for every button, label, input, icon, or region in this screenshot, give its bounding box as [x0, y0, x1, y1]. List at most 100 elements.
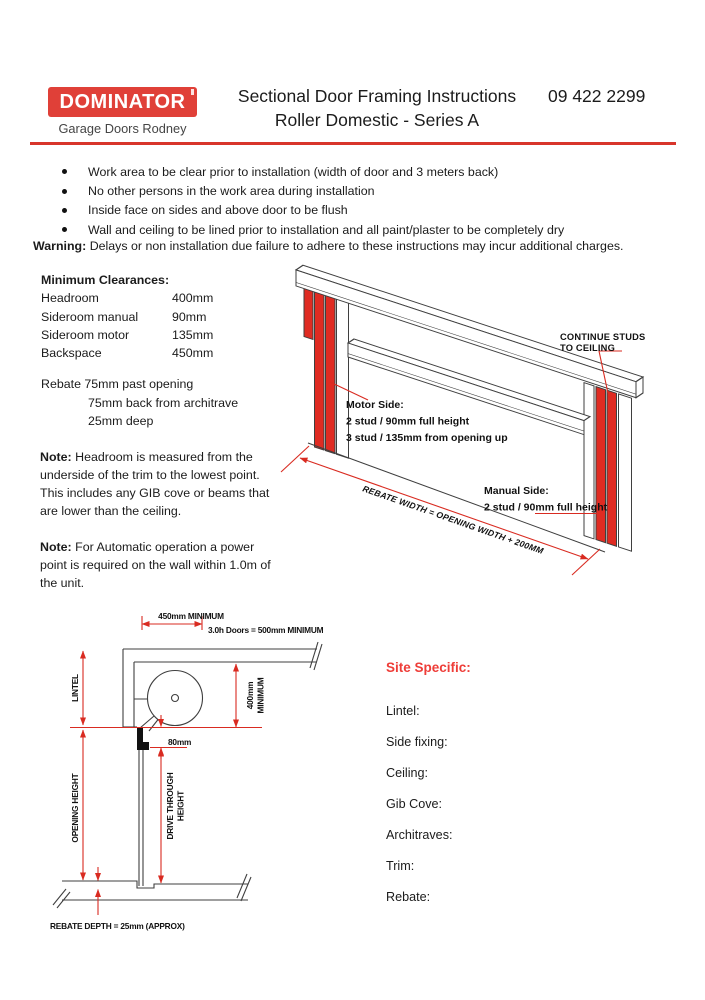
opening-height-label: OPENING HEIGHT: [70, 773, 80, 842]
clearance-label: Sideroom manual: [41, 309, 139, 324]
logo-brand-text: DOMINATOR: [59, 90, 186, 113]
bullet-icon: [62, 227, 67, 233]
dim-450-label: 450mm MINIMUM: [158, 611, 224, 621]
floor-line: [62, 880, 248, 889]
dim-500-label: 3.0h Doors = 500mm MINIMUM: [208, 625, 324, 635]
site-field-ceiling: Ceiling:: [386, 766, 428, 780]
list-item: No other persons in the work area during…: [62, 181, 564, 200]
page-title-line1: Sectional Door Framing Instructions: [237, 86, 517, 106]
site-field-trim: Trim:: [386, 859, 415, 873]
dim-400-label: MINIMUM: [256, 677, 266, 713]
clearance-value: 400mm: [172, 291, 214, 306]
precondition-list: Work area to be clear prior to installat…: [62, 162, 564, 240]
rebate-depth-label: REBATE DEPTH = 25mm (APPROX): [50, 921, 185, 931]
clearance-label: Sideroom motor: [41, 327, 130, 342]
table-row: Backspace 450mm: [41, 344, 213, 362]
warning-text: Delays or non installation due failure t…: [89, 239, 624, 253]
list-item: Wall and ceiling to be lined prior to in…: [62, 220, 564, 239]
continue-studs-leader: [598, 350, 622, 399]
top-plate-end-cap: [635, 375, 644, 399]
break-mark: [313, 643, 323, 671]
red-divider-line: [30, 142, 676, 145]
list-item: Inside face on sides and above door to b…: [62, 201, 564, 220]
site-field-architraves: Architraves:: [386, 828, 453, 842]
rebate-specs: Rebate 75mm past opening 75mm back from …: [41, 375, 238, 431]
clearance-label: Backspace: [41, 346, 102, 361]
motor-stud-short-red: [303, 285, 314, 341]
motor-side-spec: 2 stud / 90mm full height: [346, 416, 470, 428]
logo-trademark-tick: [191, 89, 194, 95]
phone-number: 09 422 2299: [548, 86, 646, 106]
rebate-width-arrow: [299, 457, 589, 560]
motor-stud-red: [325, 292, 336, 455]
bullet-icon: [62, 207, 67, 213]
table-row: Sideroom manual 90mm: [41, 308, 213, 326]
clearances-heading: Minimum Clearances:: [41, 273, 170, 287]
manual-stud-red: [606, 389, 617, 547]
manual-side-spec: 2 stud / 90mm full height: [484, 502, 608, 514]
red-annotations: [280, 350, 622, 576]
site-specific-section: Site Specific: Lintel: Side fixing: Ceil…: [386, 660, 471, 921]
rebate-line: 75mm back from architrave: [88, 395, 239, 410]
note-text: For Automatic operation a power point is…: [40, 540, 271, 590]
guide-bracket: [137, 728, 149, 750]
break-mark: [56, 891, 71, 909]
clearance-label: Headroom: [41, 291, 99, 306]
site-field-lintel: Lintel:: [386, 704, 420, 718]
frame-geometry: [294, 264, 645, 552]
extension-tick: [571, 548, 601, 576]
note-label: Note:: [40, 450, 72, 464]
roller-axle: [170, 693, 180, 703]
clearance-value: 135mm: [172, 327, 214, 342]
extension-tick: [280, 445, 310, 473]
warning-note: Warning: Delays or non installation due …: [33, 239, 693, 253]
bullet-icon: [62, 188, 67, 194]
warning-label: Warning:: [33, 239, 87, 253]
bullet-icon: [62, 169, 67, 175]
motor-side-spec: 3 stud / 135mm from opening up: [346, 432, 508, 444]
list-item-text: Wall and ceiling to be lined prior to in…: [88, 222, 565, 237]
motor-stud-red: [314, 289, 325, 451]
section-diagram: 450mm MINIMUM 3.0h Doors = 500mm MINIMUM…: [50, 611, 324, 931]
table-row: Headroom 400mm: [41, 289, 213, 307]
logo-tagline: Garage Doors Rodney: [58, 121, 187, 136]
continue-studs-label: CONTINUE STUDS: [560, 332, 645, 342]
structure-lines: [52, 641, 323, 909]
clearance-value: 90mm: [172, 309, 207, 324]
dim-400-label: 400mm: [245, 682, 255, 710]
manual-side-title: Manual Side:: [484, 485, 549, 497]
manual-stud-white: [618, 393, 632, 552]
manual-stud-red: [595, 385, 606, 544]
power-point-note: Note: For Automatic operation a power po…: [40, 538, 272, 592]
red-dimensions: [70, 616, 262, 915]
site-field-rebate: Rebate:: [386, 890, 431, 904]
site-field-side-fixing: Side fixing:: [386, 735, 448, 749]
site-specific-heading: Site Specific:: [386, 660, 471, 675]
lintel-label: LINTEL: [70, 674, 80, 702]
dim-80-label: 80mm: [168, 737, 191, 747]
minimum-clearances: Minimum Clearances: Headroom 400mm Sider…: [41, 271, 213, 362]
list-item-text: Inside face on sides and above door to b…: [88, 203, 348, 218]
break-mark: [236, 873, 248, 899]
continue-studs-label: TO CEILING: [560, 343, 615, 353]
clearance-value: 450mm: [172, 346, 214, 361]
drive-through-label: DRIVE THROUGH: [165, 772, 175, 839]
top-plate-detail-line: [296, 282, 636, 395]
break-mark: [309, 641, 319, 669]
note-text: Headroom is measured from the underside …: [40, 450, 270, 518]
manual-stud-white: [583, 381, 595, 540]
motor-side-title: Motor Side:: [346, 399, 404, 411]
headroom-note: Note: Headroom is measured from the unde…: [40, 448, 272, 520]
list-item-text: No other persons in the work area during…: [88, 184, 375, 199]
rebate-line: Rebate 75mm past opening: [41, 377, 194, 391]
list-item: Work area to be clear prior to installat…: [62, 162, 564, 181]
break-mark: [52, 888, 67, 906]
list-item-text: Work area to be clear prior to installat…: [88, 164, 499, 179]
note-label: Note:: [40, 540, 72, 554]
rebate-line: 25mm deep: [88, 414, 154, 429]
motor-side-leader: [329, 381, 369, 401]
site-field-gib-cove: Gib Cove:: [386, 797, 442, 811]
drive-through-label: HEIGHT: [176, 791, 186, 821]
table-row: Sideroom motor 135mm: [41, 326, 213, 344]
